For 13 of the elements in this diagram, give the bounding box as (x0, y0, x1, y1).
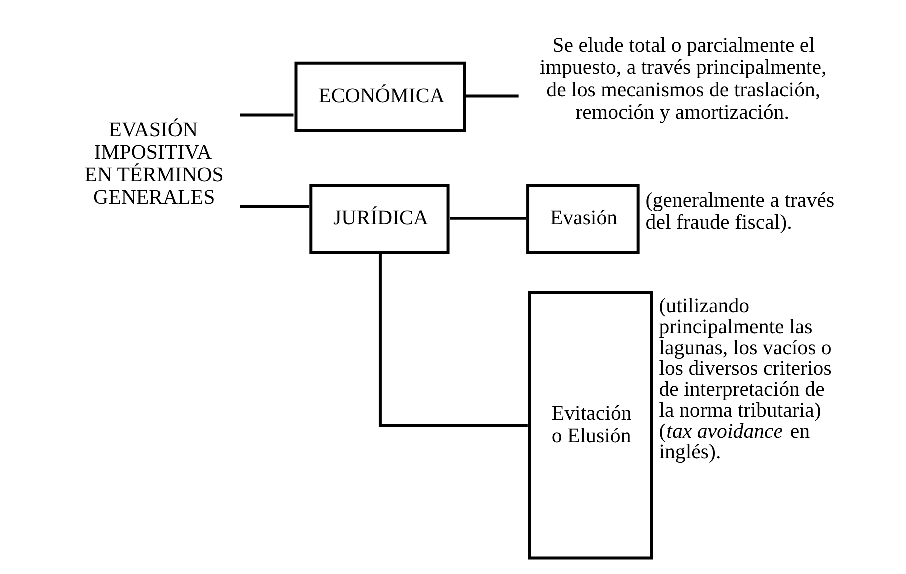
node-text: Se elude total o parcialmente el impuesto, a través principalmente, de los mecanismos de traslación, remoción y amortización. (539, 32, 826, 124)
node-box: ECONÓMICA (294, 62, 466, 132)
node-box: JURÍDICA (309, 184, 450, 254)
connector (450, 216, 526, 220)
node-box: Evasión (526, 184, 640, 254)
connector (378, 254, 528, 428)
node-text: EVASIÓN IMPOSITIVA EN TÉRMINOS GENERALES (84, 118, 224, 209)
connector (240, 205, 309, 208)
node-label: (utilizando principalmente las lagunas, los vacíos o los diversos criterios de interpretación de la norma tributaria) (tax avoidance en inglés). (658, 294, 832, 464)
connector (465, 94, 518, 98)
node-box: Evitación o Elusión (528, 291, 653, 560)
connector (240, 114, 294, 117)
node-label: (generalmente a través del fraude fiscal). (645, 188, 834, 234)
